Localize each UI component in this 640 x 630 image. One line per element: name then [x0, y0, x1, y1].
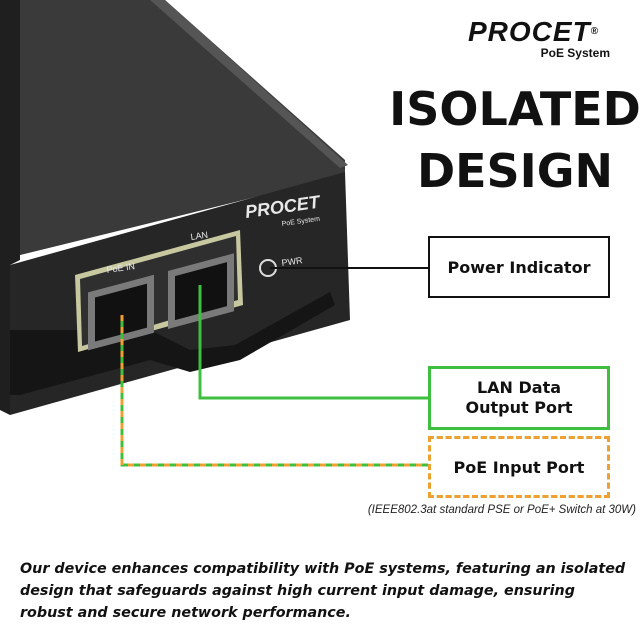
callout-lan-output-line1: LAN Data — [476, 378, 562, 397]
product-description: Our device enhances compatibility with P… — [20, 561, 626, 621]
registered-mark: ® — [590, 26, 600, 37]
device-top-highlight — [150, 0, 348, 168]
lan-connector-line — [198, 285, 430, 400]
pwr-label: PWR — [281, 255, 304, 268]
callout-power-indicator-text: Power Indicator — [447, 257, 591, 277]
callout-lan-output: LAN Data Output Port — [428, 366, 610, 430]
brand-logo-word: PROCET® — [468, 18, 628, 46]
callout-poe-input-text: PoE Input Port — [453, 457, 585, 477]
callout-lan-output-line2: Output Port — [465, 398, 573, 417]
headline-line-1: ISOLATED — [389, 82, 640, 136]
device-left-body — [0, 0, 20, 415]
brand-logo: PROCET® PoE System — [468, 18, 628, 61]
port-label-poe-in: PoE IN — [106, 261, 136, 275]
port-label-lan: LAN — [190, 230, 209, 242]
headline-line-2: DESIGN — [416, 144, 614, 198]
brand-logo-text: PROCET — [468, 16, 591, 47]
mounting-bracket — [10, 292, 335, 395]
callout-poe-input: PoE Input Port — [428, 436, 610, 498]
poe-in-port-hole — [95, 283, 147, 342]
brand-tagline: PoE System — [540, 46, 610, 60]
device-top-surface — [0, 0, 345, 260]
callout-power-indicator: Power Indicator — [428, 236, 610, 298]
poe-connector-line-orange — [120, 315, 430, 467]
standard-footnote: (IEEE802.3at standard PSE or PoE+ Switch… — [367, 504, 636, 516]
